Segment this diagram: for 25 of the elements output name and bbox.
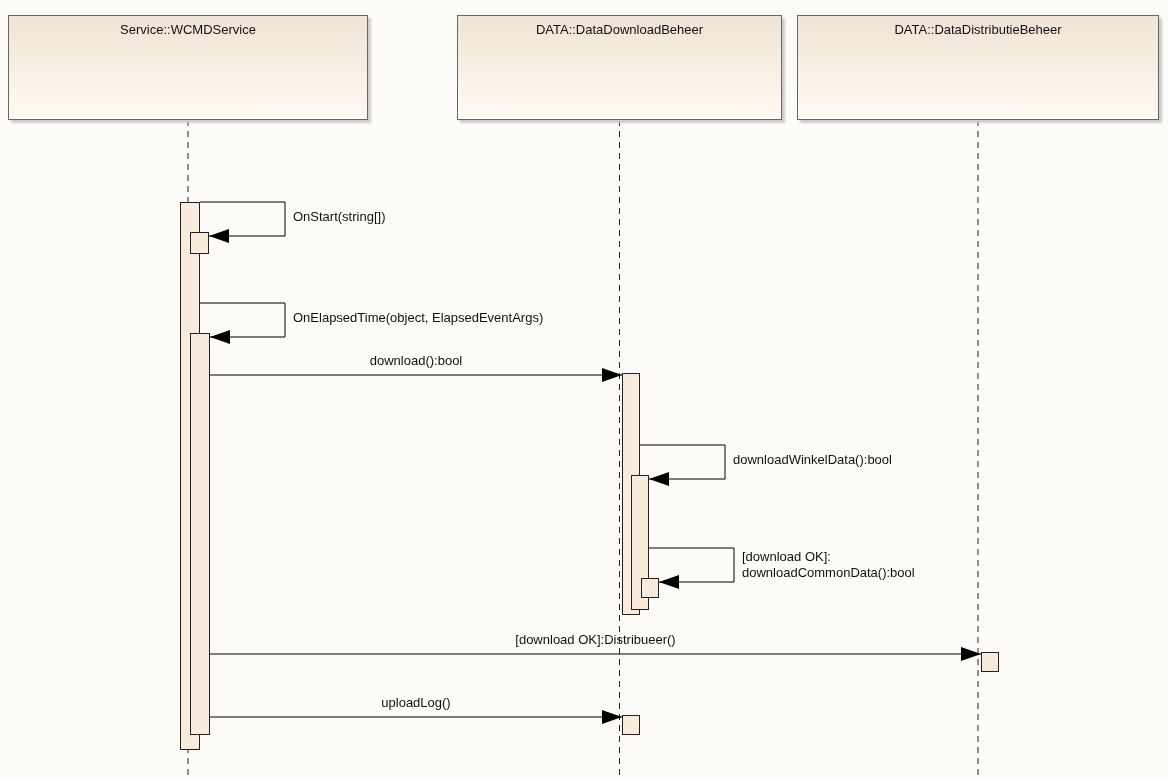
- message-label: uploadLog(): [381, 695, 451, 711]
- lifeline-name: DATA::DataDownloadBeheer: [534, 22, 705, 37]
- message-label: [download OK]:Distribueer(): [515, 632, 676, 648]
- self-message-arrow: [639, 444, 726, 486]
- message-arrow: [209, 368, 623, 382]
- lifeline-name: DATA::DataDistributieBeheer: [893, 22, 1063, 37]
- message-label: OnElapsedTime(object, ElapsedEventArgs): [293, 310, 544, 326]
- message-arrow: [209, 647, 982, 661]
- activation-bar: [622, 715, 640, 735]
- self-message-arrow: [199, 302, 286, 344]
- activation-bar: [190, 232, 209, 254]
- activation-bar: [641, 578, 659, 598]
- lifeline-header: [8, 15, 368, 120]
- message-label: OnStart(string[]): [293, 209, 386, 225]
- self-message-arrow: [199, 201, 286, 243]
- lifeline-header: [457, 15, 782, 120]
- lifeline-header: [797, 15, 1159, 120]
- message-arrow: [209, 710, 623, 724]
- message-label: [download OK]: downloadCommonData():bool: [742, 549, 916, 581]
- activation-bar: [190, 333, 210, 735]
- message-label: download():bool: [369, 353, 463, 369]
- activation-bar: [981, 652, 999, 672]
- self-message-arrow: [648, 547, 735, 589]
- lifeline-name: Service::WCMDService: [119, 22, 257, 37]
- message-label: downloadWinkelData():bool: [733, 452, 892, 468]
